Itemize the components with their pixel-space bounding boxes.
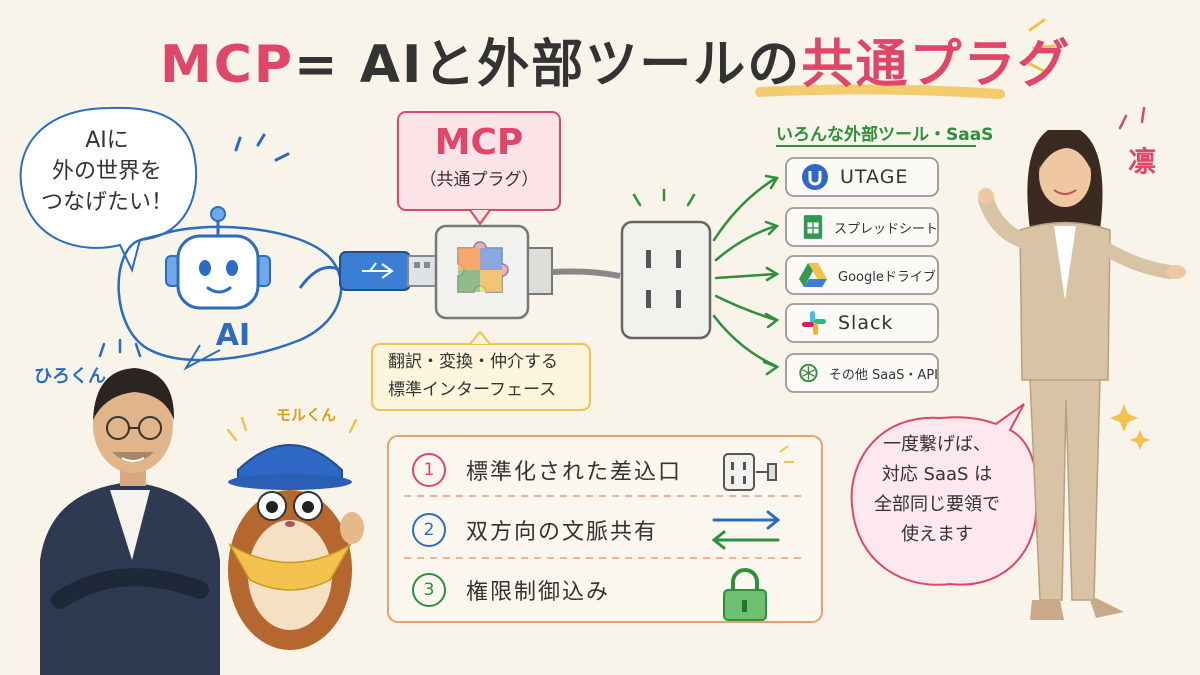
openai-icon	[799, 363, 818, 383]
tool-box-spreadsheet	[785, 207, 939, 247]
rin-label: 凛	[1128, 145, 1157, 178]
fan-arrows	[712, 174, 780, 376]
tool-slack: Slack	[786, 304, 938, 342]
usb-plug-icon	[339, 251, 439, 291]
translate-text: 翻訳・変換・仲介する 標準インターフェース	[372, 348, 606, 404]
hiro-kun-label: ひろくん	[34, 366, 106, 387]
tool-utage: UTAGE	[786, 158, 938, 196]
tool-box-drive	[785, 255, 939, 295]
google-drive-icon	[799, 263, 827, 287]
page-title: MCP= AIと外部ツールの共通プラグ	[160, 22, 1069, 95]
tool-box-utage	[785, 157, 939, 197]
robot-icon	[165, 206, 271, 310]
tools-heading: いろんな外部ツール・SaaS	[776, 125, 994, 145]
translate-line-2: 標準インターフェース	[388, 380, 557, 400]
left-speech-line-2: 外の世界を	[51, 159, 162, 184]
mcp-hub	[434, 224, 553, 320]
moru-kun-label: モルくん	[276, 406, 337, 424]
right-speech-line-3: 全部同じ要領で	[874, 494, 1000, 515]
translate-line-1: 翻訳・変換・仲介する	[388, 352, 558, 372]
tool-spreadsheet: スプレッドシート	[786, 208, 938, 246]
title-mcp: MCP	[160, 35, 295, 95]
left-speech-text: AIに 外の世界を つなげたい！	[32, 125, 182, 218]
feature-item-1: 1 標準化された差込口	[412, 448, 682, 492]
title-sparkle-icon	[1028, 18, 1056, 74]
feature-label: 権限制御込み	[466, 580, 611, 605]
bidirectional-arrows-icon	[711, 510, 781, 550]
features-box	[387, 435, 823, 623]
tool-box-other	[785, 353, 939, 393]
right-speech-text: 一度繋げば、 対応 SaaS は 全部同じ要領で 使えます	[862, 430, 1012, 550]
feature-item-3: 3 権限制御込み	[412, 568, 610, 612]
utage-icon	[802, 164, 828, 190]
right-speech-line-4: 使えます	[901, 524, 973, 545]
tool-box-slack	[785, 303, 939, 343]
title-highlight-text: 共通プラグ	[801, 35, 1072, 95]
mcp-title: MCP	[434, 122, 524, 163]
hiro-kun-character	[40, 368, 220, 675]
feature-label: 双方向の文脈共有	[466, 520, 659, 545]
mcp-label: MCP （共通プラグ）	[398, 112, 560, 210]
title-middle: = AIと外部ツールの	[294, 35, 802, 95]
feature-label: 標準化された差込口	[466, 460, 683, 485]
mcp-subtitle: （共通プラグ）	[419, 170, 539, 190]
feature-number: 2	[412, 513, 446, 547]
feature-number: 3	[412, 573, 446, 607]
tool-google-drive: Googleドライブ	[786, 256, 938, 294]
ai-bubble	[117, 225, 343, 362]
feature-number: 1	[412, 453, 446, 487]
right-speech-line-2: 対応 SaaS は	[881, 464, 993, 485]
ai-label: AI	[215, 318, 251, 353]
tool-label: スプレッドシート	[833, 221, 938, 237]
outlet-plug-icon	[723, 445, 794, 491]
right-speech-bubble	[850, 403, 1038, 586]
wall-outlet-icon	[620, 220, 712, 340]
feature-item-2: 2 双方向の文脈共有	[412, 508, 658, 552]
left-speech-line-1: AIに	[85, 128, 129, 153]
rin-character	[978, 130, 1186, 620]
spreadsheet-icon	[803, 215, 823, 239]
tool-other: その他 SaaS・API	[786, 354, 938, 392]
lock-icon	[723, 568, 767, 621]
tool-label: Googleドライブ	[838, 269, 936, 285]
tool-label: UTAGE	[840, 166, 909, 188]
slack-icon	[802, 311, 826, 335]
left-speech-line-3: つなげたい！	[40, 190, 173, 215]
tool-label: Slack	[838, 312, 894, 334]
moru-kun-character	[227, 444, 364, 650]
left-speech-bubble	[19, 106, 198, 273]
title-highlight	[755, 84, 1005, 99]
right-speech-line-1: 一度繋げば、	[883, 434, 991, 455]
tool-label: その他 SaaS・API	[828, 367, 938, 383]
